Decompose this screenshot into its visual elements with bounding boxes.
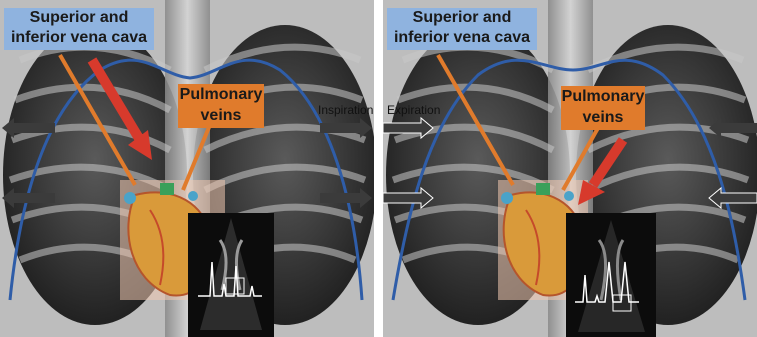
- vena-cava-vessel: [501, 192, 513, 204]
- vena-cava-vessel: [124, 192, 136, 204]
- phase-label-inspiration: Inspiration: [318, 103, 373, 117]
- pulmonary-label-line-1: Pulmonary: [561, 86, 645, 107]
- expiration-panel: Superior and inferior vena cava Pulmonar…: [383, 0, 757, 337]
- vena-cava-label: Superior and inferior vena cava: [387, 8, 537, 50]
- pulmonary-vein-vessel: [564, 191, 574, 201]
- pulmonary-veins-label: Pulmonary veins: [178, 84, 264, 128]
- inspiration-panel: Superior and inferior vena cava Pulmonar…: [0, 0, 374, 337]
- pulmonary-vein-vessel: [188, 191, 198, 201]
- vena-cava-label-line-2: inferior vena cava: [387, 28, 537, 48]
- pulmonary-artery: [160, 183, 174, 195]
- phase-label-expiration: Expiration: [387, 103, 440, 117]
- vena-cava-label-line-1: Superior and: [4, 8, 154, 28]
- pulmonary-label-line-2: veins: [178, 105, 264, 126]
- pulmonary-label-line-2: veins: [561, 107, 645, 128]
- chest-xray-expiration: [383, 0, 757, 337]
- vena-cava-label-line-1: Superior and: [387, 8, 537, 28]
- pulmonary-label-line-1: Pulmonary: [178, 84, 264, 105]
- vena-cava-label-line-2: inferior vena cava: [4, 28, 154, 48]
- chest-xray-inspiration: [0, 0, 374, 337]
- vena-cava-label: Superior and inferior vena cava: [4, 8, 154, 50]
- pulmonary-veins-label: Pulmonary veins: [561, 86, 645, 130]
- pulmonary-artery: [536, 183, 550, 195]
